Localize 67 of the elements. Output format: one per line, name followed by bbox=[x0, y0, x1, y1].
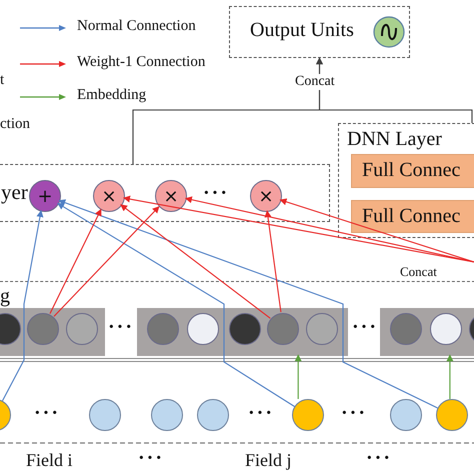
ellipsis: ··· bbox=[352, 316, 378, 339]
arrow bbox=[2, 210, 44, 402]
operator-circle bbox=[155, 180, 187, 212]
label-fragment: t bbox=[0, 72, 4, 89]
neuron-circle bbox=[306, 313, 338, 345]
operator-symbol: + bbox=[37, 186, 53, 206]
arrow bbox=[294, 354, 302, 399]
full-connection-box bbox=[351, 154, 474, 188]
arrow bbox=[54, 206, 160, 317]
arrow bbox=[120, 204, 271, 319]
arrow bbox=[264, 210, 282, 312]
dashed-layer-box bbox=[338, 123, 474, 238]
embedding-bar bbox=[0, 308, 105, 356]
layer-title: Output Units bbox=[250, 19, 354, 42]
neuron-circle bbox=[390, 399, 422, 431]
arrow bbox=[50, 208, 102, 314]
embedding-bar bbox=[380, 308, 474, 356]
arrow bbox=[184, 196, 474, 263]
operator-symbol: × bbox=[258, 186, 274, 206]
dashed-layer-box bbox=[0, 164, 330, 222]
legend-label: Normal Connection bbox=[77, 18, 196, 35]
neuron-circle bbox=[187, 313, 219, 345]
neuron-circle bbox=[27, 313, 59, 345]
neuron-circle bbox=[197, 399, 229, 431]
layer-title: g bbox=[0, 285, 10, 308]
embedding-band bbox=[0, 281, 474, 362]
ellipsis: ··· bbox=[203, 182, 230, 205]
layer-title: yer bbox=[1, 180, 28, 205]
neuron-circle bbox=[151, 399, 183, 431]
layer-label: Full Connec bbox=[362, 205, 460, 228]
dashed-layer-box bbox=[229, 6, 410, 58]
arrow bbox=[446, 354, 454, 399]
operator-circle bbox=[250, 180, 282, 212]
field-label: Field j bbox=[245, 450, 292, 471]
layer-label: Full Connec bbox=[362, 159, 460, 182]
full-connection-box bbox=[351, 200, 474, 233]
ellipsis: ··· bbox=[34, 402, 60, 425]
ellipsis: ··· bbox=[248, 402, 274, 425]
operator-circle bbox=[93, 180, 125, 212]
embedding-bar bbox=[137, 308, 348, 356]
label-text: Concat bbox=[400, 264, 437, 280]
neuron-circle bbox=[292, 399, 324, 431]
neuron-circle bbox=[229, 313, 261, 345]
legend-label: Weight-1 Connection bbox=[77, 54, 206, 71]
layer-title: DNN Layer bbox=[347, 128, 442, 151]
neuron-circle bbox=[267, 313, 299, 345]
neuron-circle bbox=[147, 313, 179, 345]
concat-connector bbox=[316, 57, 473, 123]
neuron-circle bbox=[89, 399, 121, 431]
arrow bbox=[57, 202, 295, 407]
neuron-circle bbox=[430, 313, 462, 345]
ellipsis: ··· bbox=[138, 447, 164, 470]
edge-label: Concat bbox=[293, 74, 337, 90]
ellipsis: ··· bbox=[341, 402, 368, 425]
ellipsis: ··· bbox=[108, 316, 134, 339]
label-fragment: ction bbox=[0, 116, 30, 133]
ellipsis: ··· bbox=[366, 447, 392, 470]
neuron-circle bbox=[66, 313, 98, 345]
arrow bbox=[280, 198, 474, 263]
neuron-circle bbox=[390, 313, 422, 345]
arrow bbox=[58, 199, 438, 408]
neuron-circle bbox=[436, 399, 468, 431]
operator-symbol: × bbox=[163, 186, 179, 206]
legend-label: Embedding bbox=[77, 87, 146, 104]
operator-symbol: × bbox=[101, 186, 117, 206]
operator-circle bbox=[29, 180, 61, 212]
field-label: Field i bbox=[26, 450, 73, 471]
